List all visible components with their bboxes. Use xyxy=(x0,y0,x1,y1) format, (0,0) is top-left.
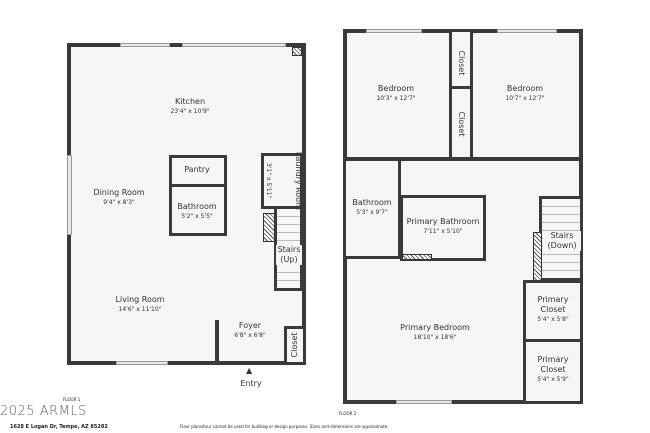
bathroom-2 xyxy=(343,158,401,259)
room-dim: 6'8" x 6'8" xyxy=(234,332,266,339)
primary-closet-label: Primary Closet 5'4" x 5'8" xyxy=(531,295,575,325)
bathroom-1 xyxy=(169,184,227,236)
room-name: Primary Closet xyxy=(537,355,569,374)
window xyxy=(116,361,168,365)
pantry xyxy=(169,155,227,187)
room-name: Bathroom xyxy=(352,198,392,207)
primary-bathroom xyxy=(400,195,486,261)
window xyxy=(366,29,422,33)
room-name: Primary Bathroom xyxy=(406,217,480,226)
dining-label: Dining Room 9'4" x 8'3" xyxy=(93,188,144,208)
entry-arrow-icon: ▲ xyxy=(246,366,253,375)
room-name: Closet xyxy=(457,111,466,137)
room-dim: 5'4" x 5'9" xyxy=(537,376,569,383)
closet-label: Closet xyxy=(456,112,466,137)
address: 1628 E Logan Dr, Tempe, AZ 85282 xyxy=(10,424,108,430)
logo: 2025 ARMLS xyxy=(0,404,87,419)
room-name: Bedroom xyxy=(377,84,415,93)
bathroom-label: Bathroom 5'2" x 5'5" xyxy=(177,202,216,222)
chimney-icon xyxy=(292,47,302,56)
room-name: Primary Closet xyxy=(537,295,569,314)
closet-1 xyxy=(284,326,306,365)
window xyxy=(497,29,557,33)
window xyxy=(67,155,72,235)
room-dim: 23'4" x 10'9" xyxy=(170,108,210,115)
window xyxy=(182,43,286,47)
primary-bedroom-label: Primary Bedroom 18'10" x 18'6" xyxy=(400,323,470,343)
room-name: Pantry xyxy=(184,165,210,174)
room-dim: 5'4" x 5'8" xyxy=(537,316,569,323)
closet-label: Closet xyxy=(290,333,300,358)
foyer-label: Foyer 6'8" x 6'8" xyxy=(234,321,265,341)
stairs-label: Stairs (Down) xyxy=(543,231,581,251)
stair-landing xyxy=(533,232,542,282)
room-dim: 14'6" x 11'10" xyxy=(118,306,162,313)
room-name: Stairs (Down) xyxy=(547,231,577,250)
entry-label: Entry xyxy=(240,379,262,388)
room-name: Living Room xyxy=(115,295,165,304)
disclaimer: Floor plans/tour cannot be used for buil… xyxy=(180,424,389,429)
closet-label: Closet xyxy=(456,51,466,76)
room-dim: 5'3" x 9'7" xyxy=(356,209,388,216)
primary-closet-2 xyxy=(523,339,583,404)
tub xyxy=(402,254,432,260)
closet-3 xyxy=(449,86,473,160)
room-name: Stairs (Up) xyxy=(277,245,301,264)
laundry-label: Laundry Room 3'1" x 5'11" xyxy=(263,152,303,210)
room-name: Foyer xyxy=(238,321,262,330)
room-dim: 10'7" x 12'7" xyxy=(505,95,545,102)
window xyxy=(396,400,452,404)
room-name: Bedroom xyxy=(506,84,544,93)
laundry-room xyxy=(261,153,303,209)
room-dim: 18'10" x 18'6" xyxy=(413,334,457,341)
foyer-wall xyxy=(215,320,219,365)
room-name: Kitchen xyxy=(174,97,206,106)
room-name: Bathroom xyxy=(177,202,217,211)
bedroom-label: Bedroom 10'3" x 12'7" xyxy=(376,84,415,104)
room-dim: 7'11" x 5'10" xyxy=(423,228,463,235)
room-name: Dining Room xyxy=(93,188,145,197)
room-dim: 9'4" x 8'3" xyxy=(103,199,135,206)
kitchen-label: Kitchen 23'4" x 10'9" xyxy=(170,97,209,117)
pantry-label: Pantry xyxy=(184,165,210,175)
floor1-label: FLOOR 1 xyxy=(63,397,81,402)
closet-2 xyxy=(449,29,473,89)
primary-bathroom-label: Primary Bathroom 7'11" x 5'10" xyxy=(407,217,480,237)
room-dim: 10'3" x 12'7" xyxy=(376,95,416,102)
stairs-label: Stairs (Up) xyxy=(276,245,302,265)
room-dim: 3'1" x 5'11" xyxy=(265,163,272,199)
bedroom-label: Bedroom 10'7" x 12'7" xyxy=(505,84,544,104)
floor2-label: FLOOR 2 xyxy=(339,411,357,416)
stair-landing xyxy=(263,213,275,242)
window xyxy=(120,43,170,47)
room-name: Primary Bedroom xyxy=(400,323,470,332)
primary-closet-label: Primary Closet 5'4" x 5'9" xyxy=(531,355,575,385)
room-dim: 5'2" x 5'5" xyxy=(181,213,213,220)
bathroom-label: Bathroom 5'3" x 9'7" xyxy=(352,198,391,218)
room-name: Closet xyxy=(457,50,466,76)
living-label: Living Room 14'6" x 11'10" xyxy=(115,295,164,315)
room-name: Laundry Room xyxy=(294,152,303,210)
room-name: Closet xyxy=(290,332,299,358)
